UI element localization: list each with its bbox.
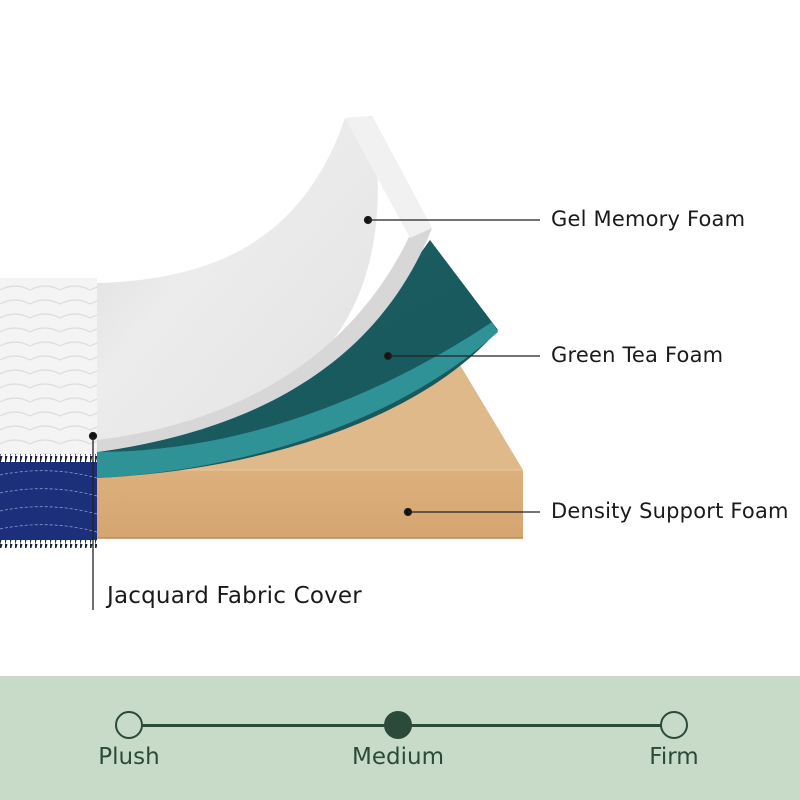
gel-memory-foam-layer xyxy=(97,116,432,452)
density-support-foam-label: Density Support Foam xyxy=(551,499,789,523)
gel-memory-foam-label: Gel Memory Foam xyxy=(551,207,746,231)
firmness-medium-marker xyxy=(384,711,412,739)
firmness-plush-marker xyxy=(115,711,143,739)
firmness-scale: Plush Medium Firm xyxy=(0,676,800,800)
mattress-layers-diagram: Gel Memory Foam Green Tea Foam Density S… xyxy=(0,116,789,610)
firmness-firm-label: Firm xyxy=(649,744,699,770)
mattress-illustration xyxy=(0,116,540,610)
callout-lines xyxy=(88,215,540,610)
firmness-medium-label: Medium xyxy=(352,744,444,770)
firmness-plush-label: Plush xyxy=(98,744,160,770)
jacquard-fabric-cover-label: Jacquard Fabric Cover xyxy=(107,583,362,609)
firmness-firm-marker xyxy=(660,711,688,739)
green-tea-foam-label: Green Tea Foam xyxy=(551,343,724,367)
green-tea-foam-layer xyxy=(97,240,498,478)
jacquard-cover-section xyxy=(0,278,98,548)
